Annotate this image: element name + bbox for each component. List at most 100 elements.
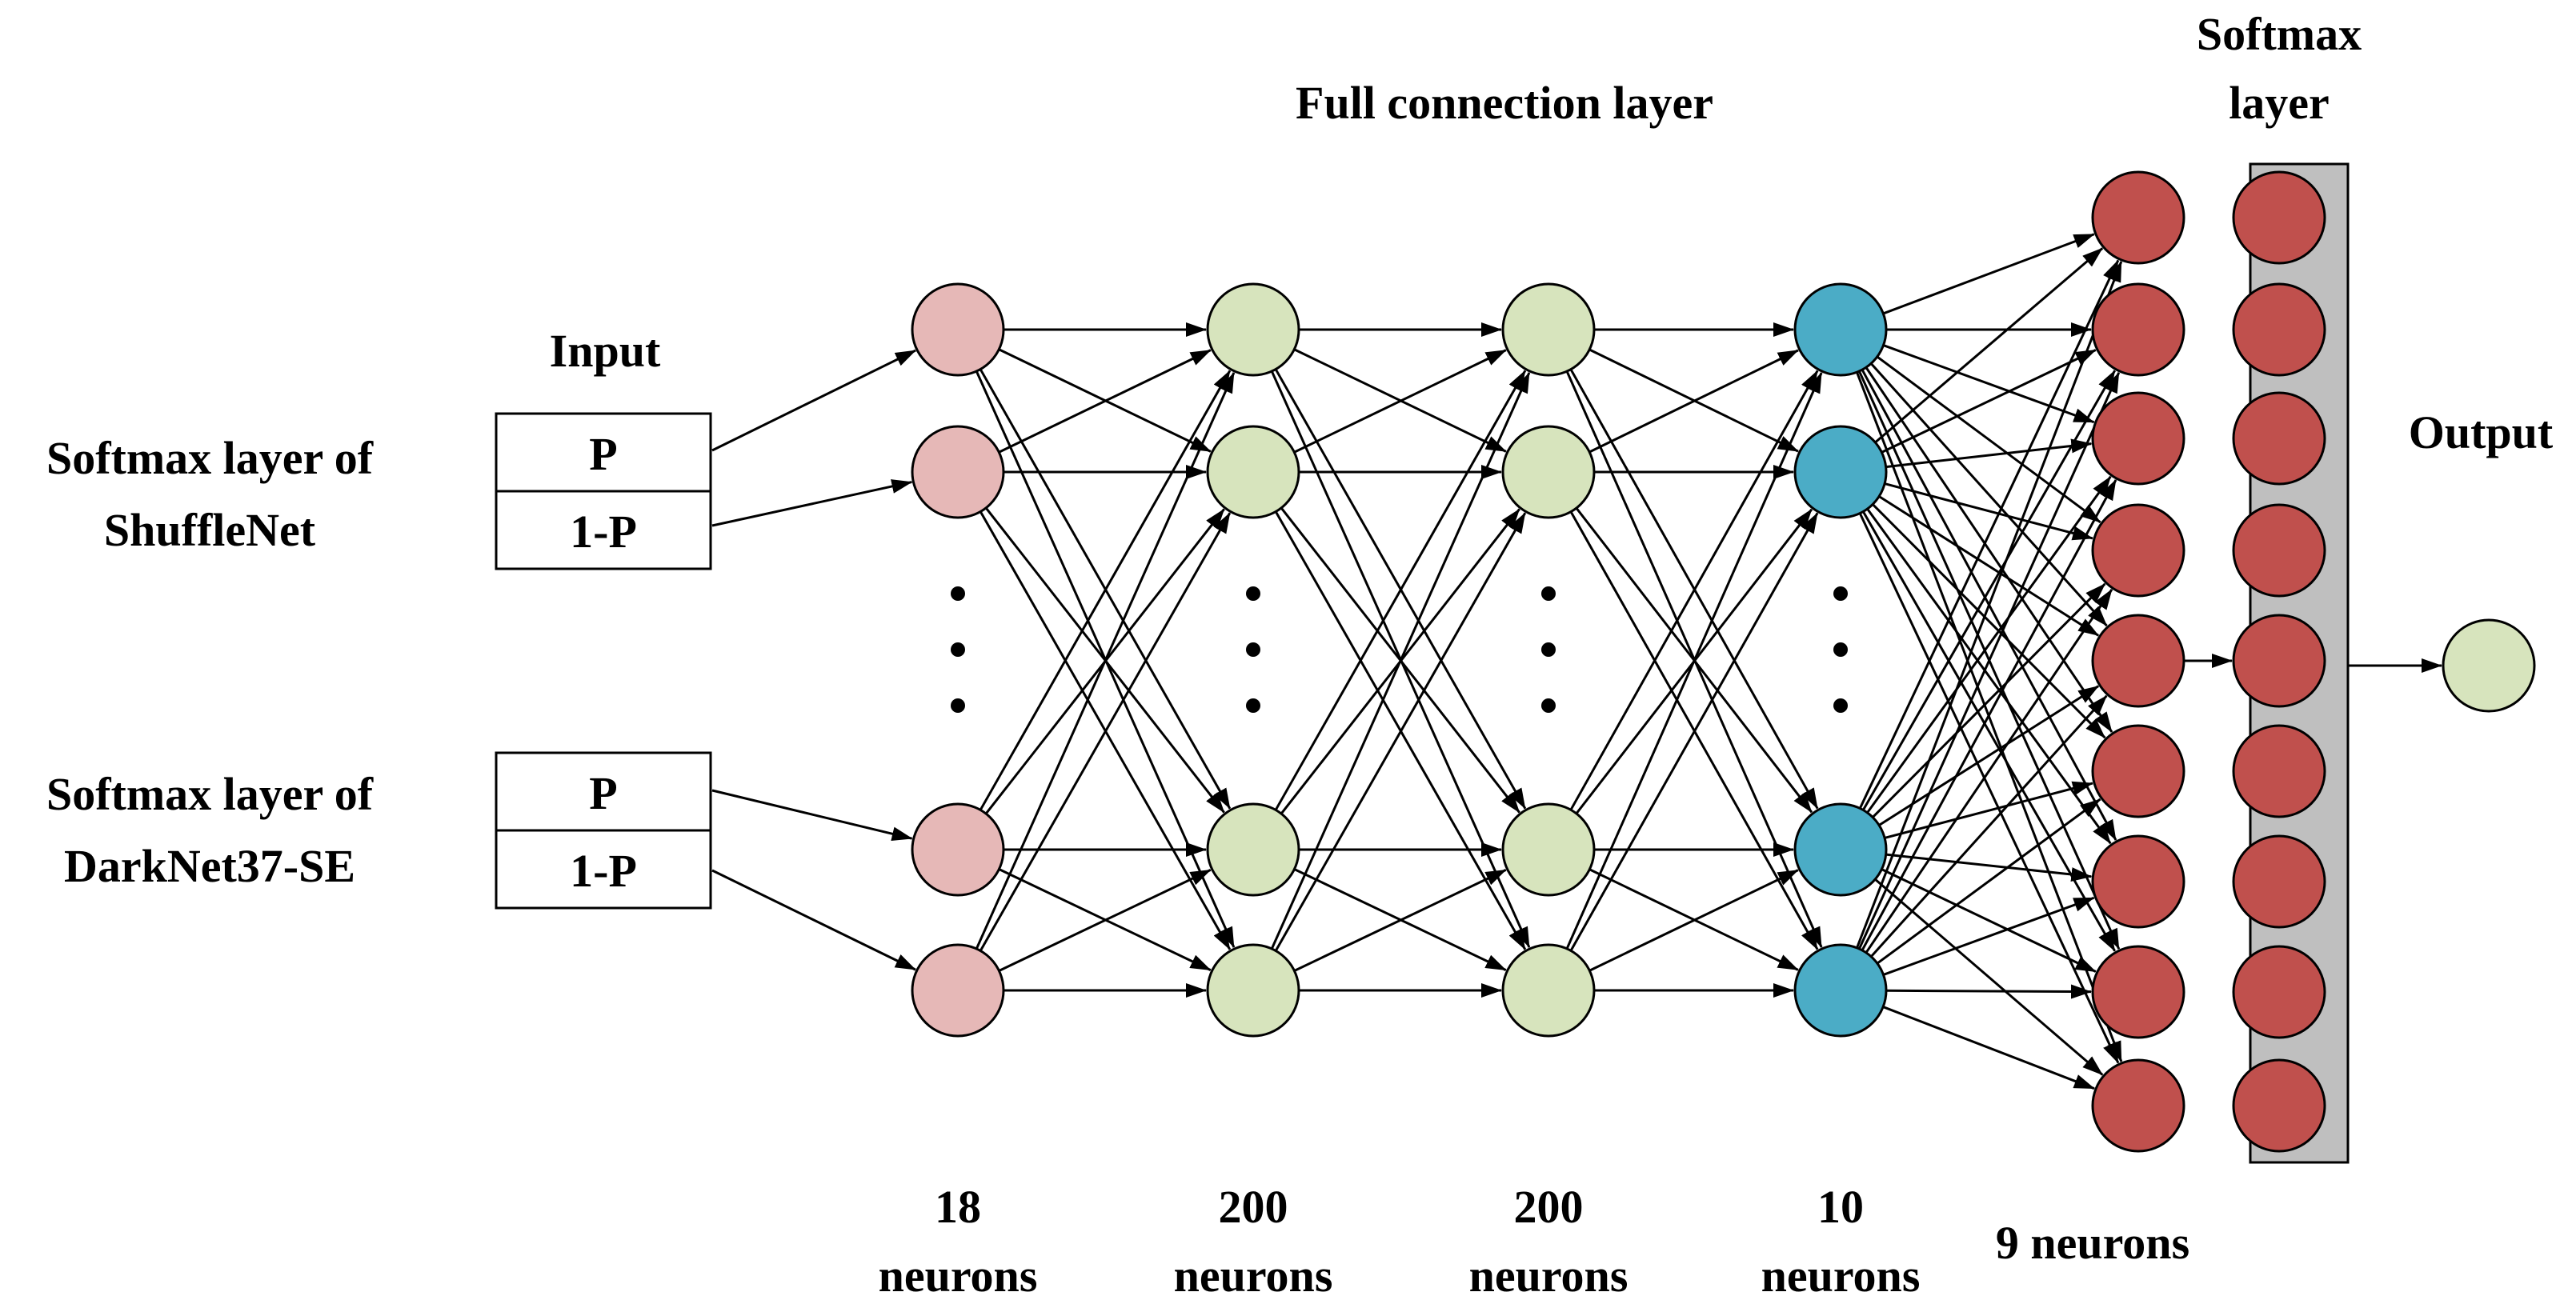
hidden-connection (1588, 869, 1799, 972)
hidden-connection (975, 371, 1236, 950)
output-connection (1882, 233, 2095, 315)
layer-2-neuron (1206, 943, 1300, 1038)
hidden-connection (1588, 349, 1799, 454)
ellipsis-dot (1833, 642, 1848, 657)
layer-1-neuron (911, 282, 1005, 377)
output-connection (1877, 798, 2101, 965)
output-neuron (2442, 618, 2536, 713)
layer-5-neuron (2091, 614, 2185, 708)
output-connection (1862, 510, 2116, 952)
ellipsis-dot (1246, 586, 1260, 601)
ellipsis-dot (951, 586, 965, 601)
softmax-layer-title-line1: Softmax (2197, 8, 2362, 60)
hidden-connection (1274, 370, 1527, 811)
softmax-neuron (2232, 945, 2326, 1039)
output-connection (1881, 349, 2097, 454)
layer-2-unit-label: neurons (1174, 1250, 1333, 1302)
source-1-label-line1: Softmax layer of (46, 432, 374, 484)
input-box-2: P 1-P (495, 751, 712, 910)
input-box-2-cell-p: P (589, 767, 617, 819)
softmax-neuron (2232, 724, 2326, 818)
ellipsis-dot (1246, 642, 1260, 657)
softmax-neuron (2232, 170, 2326, 265)
layer-5-neuron (2091, 282, 2185, 377)
layer-5-neuron (2091, 170, 2185, 265)
input-connection (711, 349, 916, 452)
hidden-connection (1293, 869, 1507, 972)
hidden-connection (1274, 512, 1527, 952)
output-connection (1874, 878, 2104, 1076)
source-1-label-line2: ShuffleNet (104, 504, 316, 556)
ellipsis-dot (1833, 586, 1848, 601)
output-connection (1885, 853, 2093, 882)
output-connection (1872, 503, 2106, 739)
input-box-2-cell-1-p: 1-P (570, 845, 637, 897)
layer-5-neuron (2091, 945, 2185, 1039)
source-2-label-line2: DarkNet37-SE (64, 840, 355, 892)
softmax-neuron (2232, 614, 2326, 708)
layer-4-unit-label: neurons (1761, 1250, 1921, 1302)
layer-1-neuron (911, 943, 1005, 1038)
output-connection (1866, 508, 2112, 845)
layer-3-neuron (1501, 282, 1596, 377)
layer-2-count-label: 200 (1219, 1181, 1288, 1233)
input-connection (711, 869, 916, 971)
input-connection (711, 789, 913, 842)
source-2-label-line1: Softmax layer of (46, 768, 374, 820)
layer-1-neuron (911, 425, 1005, 519)
layer-4-neuron (1793, 802, 1888, 897)
ellipsis-dot (951, 698, 965, 713)
softmax-neuron (2232, 1058, 2326, 1153)
output-connection (1884, 781, 2093, 839)
hidden-connection (1569, 370, 1819, 811)
hidden-connection (979, 370, 1232, 811)
output-connection (1858, 371, 2121, 950)
output-connection (1862, 370, 2116, 811)
hidden-connection (1569, 512, 1819, 952)
layer-4-neuron (1793, 943, 1888, 1038)
output-connection (1872, 582, 2106, 818)
layer-5-count-label: 9 neurons (1996, 1217, 2189, 1269)
output-connection (1856, 261, 2123, 949)
ellipsis-dot (951, 642, 965, 657)
layer-5-neuron (2091, 724, 2185, 818)
softmax-neuron (2232, 282, 2326, 377)
layer-4-count-label: 10 (1817, 1181, 1864, 1233)
layer-2-neuron (1206, 802, 1300, 897)
layer-3-unit-label: neurons (1469, 1250, 1629, 1302)
output-connection (1870, 694, 2108, 958)
output-connection (1865, 366, 2113, 733)
layer-2-neuron (1206, 282, 1300, 377)
layer-1-count-label: 18 (935, 1181, 981, 1233)
ellipsis-dot (1246, 698, 1260, 713)
layer-3-count-label: 200 (1514, 1181, 1584, 1233)
output-connection (1878, 495, 2100, 637)
output-connection (1858, 259, 2120, 810)
input-box-1: P 1-P (495, 412, 712, 570)
layer-3-neuron (1501, 802, 1596, 897)
layer-1-unit-label: neurons (879, 1250, 1038, 1302)
input-box-1-cell-1-p: 1-P (570, 506, 637, 558)
output-connection (1869, 362, 2108, 627)
output-connection (1881, 868, 2097, 973)
output-connection (1866, 475, 2112, 814)
layer-3-neuron (1501, 425, 1596, 519)
hidden-connection (998, 349, 1212, 454)
ellipsis-dot (1541, 642, 1556, 657)
layer-2-neuron (1206, 425, 1300, 519)
ellipsis-dot (1541, 698, 1556, 713)
layer-5-neuron (2091, 834, 2185, 929)
layer-5-neuron (2091, 391, 2185, 486)
layer-5-neuron (2091, 1058, 2185, 1153)
output-connection (1878, 685, 2100, 826)
softmax-neuron (2232, 503, 2326, 598)
output-connection (1885, 984, 2093, 999)
layer-4-neuron (1793, 282, 1888, 377)
neurons (911, 162, 2536, 1164)
hidden-connection (998, 869, 1212, 972)
layer-4-neuron (1793, 425, 1888, 519)
softmax-neuron (2232, 834, 2326, 929)
output-label: Output (2409, 406, 2554, 458)
output-connection (1884, 482, 2093, 541)
